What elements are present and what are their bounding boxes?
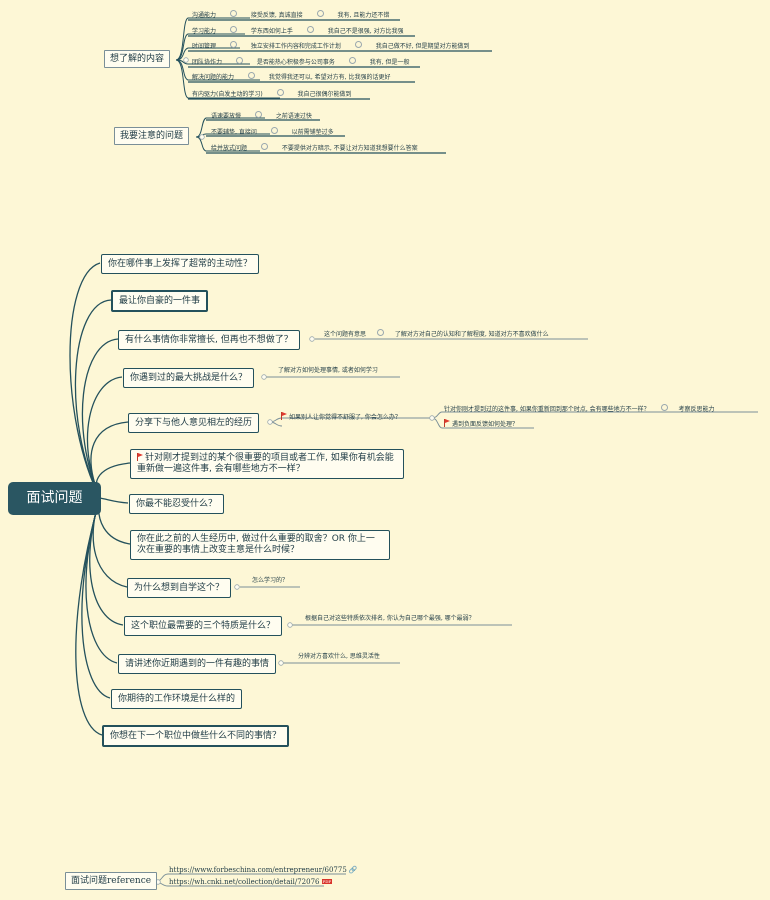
group1-row-2[interactable]: 学习能力 学东西如何上手 我自己不是很强, 对方比我强 bbox=[192, 26, 404, 36]
question-5-follow-2[interactable]: 遇到负面反馈如何处理？ bbox=[444, 419, 518, 429]
separator-icon bbox=[235, 57, 243, 64]
question-node-12[interactable]: 你期待的工作环境是什么样的 bbox=[111, 689, 243, 709]
group1-row-6[interactable]: 有内驱力(自发主动的学习) 我自己很偶尔能做到 bbox=[192, 89, 352, 99]
link-text: https://wh.cnki.net/collection/detail/72… bbox=[169, 878, 320, 886]
flag-icon bbox=[444, 419, 450, 427]
topic-label: 给并放式问题 bbox=[211, 145, 248, 152]
question-node-2[interactable]: 最让你自豪的一件事 bbox=[111, 290, 209, 312]
question-10-note[interactable]: 根据自己对这些特质依次排名, 你认为自己哪个最强, 哪个最弱？ bbox=[305, 615, 475, 622]
follow-label: 如果别人让你觉得不舒服了, 你会怎么办？ bbox=[289, 414, 401, 421]
separator-icon bbox=[316, 10, 324, 17]
question-label: 独立安排工作内容和完成工作计划 bbox=[250, 43, 341, 50]
question-node-3[interactable]: 有什么事情你非常擅长, 但再也不想做了？ bbox=[118, 330, 300, 350]
pdf-icon: PDF bbox=[321, 879, 333, 884]
topic-label: 沟通能力 bbox=[192, 12, 217, 19]
question-11-note[interactable]: 分辨对方喜欢什么, 思维灵活性 bbox=[298, 653, 380, 660]
separator-icon bbox=[229, 26, 237, 33]
question-label: 接受反馈, 真诚直接 bbox=[250, 12, 303, 19]
group-notice-points[interactable]: 我要注意的问题 bbox=[114, 127, 190, 145]
question-3-note[interactable]: 这个问题有意思 了解对方对自己的认知和了解程度, 知道对方不喜欢做什么 bbox=[324, 329, 549, 339]
answer-label: 我有, 且能力还不错 bbox=[337, 12, 390, 19]
note-label: 不要提供对方暗示, 不要让对方知道我想要什么答案 bbox=[281, 145, 418, 152]
answer-label: 我有, 但是一般 bbox=[369, 59, 410, 66]
separator-icon bbox=[270, 127, 278, 134]
flag-icon bbox=[281, 412, 287, 420]
question-label: 是否能热心积极参与公司事务 bbox=[256, 59, 335, 66]
reference-node[interactable]: 面试问题reference bbox=[65, 872, 158, 890]
topic-label: 不要辅垫, 直接问 bbox=[211, 129, 257, 136]
answer-label: 我自己做不好, 但是期望对方能做到 bbox=[375, 43, 470, 50]
follow-label: 遇到负面反馈如何处理？ bbox=[452, 421, 519, 428]
question-5-follow-1[interactable]: 如果别人让你觉得不舒服了, 你会怎么办？ bbox=[281, 412, 401, 422]
question-node-7[interactable]: 你最不能忍受什么？ bbox=[129, 494, 225, 514]
topic-label: 学习能力 bbox=[192, 28, 217, 35]
question-node-5[interactable]: 分享下与他人意见相左的经历 bbox=[128, 413, 260, 433]
question-label: 我自己很偶尔能做到 bbox=[297, 91, 352, 98]
note-detail: 了解对方对自己的认知和了解程度, 知道对方不喜欢做什么 bbox=[394, 331, 549, 338]
question-label: 学东西如何上手 bbox=[250, 28, 293, 35]
flag-icon bbox=[137, 453, 143, 461]
note-label: 以前需铺垫过多 bbox=[291, 129, 334, 136]
topic-label: 有内驱力(自发主动的学习) bbox=[192, 91, 263, 98]
link-text: https://www.forbeschina.com/entrepreneur… bbox=[169, 866, 347, 874]
group1-row-1[interactable]: 沟通能力 接受反馈, 真诚直接 我有, 且能力还不错 bbox=[192, 10, 389, 20]
question-node-1[interactable]: 你在哪件事上发挥了超常的主动性？ bbox=[101, 254, 260, 274]
question-node-13[interactable]: 你想在下一个职位中做些什么不同的事情？ bbox=[102, 725, 290, 747]
follow-detail-note: 考察反思能力 bbox=[678, 406, 715, 413]
separator-icon bbox=[247, 72, 255, 79]
question-node-10[interactable]: 这个职位最需要的三个特质是什么？ bbox=[124, 616, 283, 636]
follow-detail: 针对你刚才提到过的这件事, 如果你重新回到那个时点, 会有哪些地方不一样？ bbox=[444, 406, 650, 413]
note-label: 这个问题有意思 bbox=[324, 331, 367, 338]
reference-link-2[interactable]: https://wh.cnki.net/collection/detail/72… bbox=[169, 878, 333, 886]
link-icon: 🔗 bbox=[348, 866, 358, 874]
separator-icon bbox=[348, 57, 356, 64]
separator-icon bbox=[229, 10, 237, 17]
group2-row-1[interactable]: 语速要放慢 之前语速过快 bbox=[211, 111, 312, 121]
topic-label: 语速要放慢 bbox=[211, 113, 242, 120]
question-label: 我觉得我还可以, 希望对方有, 比我强的话更好 bbox=[268, 74, 391, 81]
group1-row-5[interactable]: 解决问题的能力 我觉得我还可以, 希望对方有, 比我强的话更好 bbox=[192, 72, 391, 82]
topic-label: 团队协作力 bbox=[192, 59, 223, 66]
separator-icon bbox=[660, 404, 668, 411]
separator-icon bbox=[276, 89, 284, 96]
note-label: 之前语速过快 bbox=[275, 113, 312, 120]
separator-icon bbox=[376, 329, 384, 336]
question-node-6[interactable]: 针对刚才提到过的某个很重要的项目或者工作, 如果你有机会能重新做一遍这件事, 会… bbox=[130, 449, 404, 479]
separator-icon bbox=[306, 26, 314, 33]
topic-label: 时间管理 bbox=[192, 43, 217, 50]
separator-icon bbox=[260, 143, 268, 150]
question-node-8[interactable]: 你在此之前的人生经历中, 做过什么重要的取舍？OR 你上一次在重要的事情上改变主… bbox=[130, 530, 390, 560]
group-want-to-know[interactable]: 想了解的内容 bbox=[104, 50, 171, 68]
question-text: 针对刚才提到过的某个很重要的项目或者工作, 如果你有机会能重新做一遍这件事, 会… bbox=[137, 453, 394, 474]
question-5-follow-detail[interactable]: 针对你刚才提到过的这件事, 如果你重新回到那个时点, 会有哪些地方不一样？ 考察… bbox=[444, 404, 715, 414]
separator-icon bbox=[229, 41, 237, 48]
group2-row-3[interactable]: 给并放式问题 不要提供对方暗示, 不要让对方知道我想要什么答案 bbox=[211, 143, 418, 153]
question-node-9[interactable]: 为什么想到自学这个？ bbox=[127, 578, 232, 598]
separator-icon bbox=[354, 41, 362, 48]
answer-label: 我自己不是很强, 对方比我强 bbox=[327, 28, 404, 35]
root-topic[interactable]: 面试问题 bbox=[8, 482, 101, 515]
question-node-4[interactable]: 你遇到过的最大挑战是什么？ bbox=[123, 368, 255, 388]
reference-link-1[interactable]: https://www.forbeschina.com/entrepreneur… bbox=[169, 866, 358, 874]
separator-icon bbox=[254, 111, 262, 118]
group1-row-3[interactable]: 时间管理 独立安排工作内容和完成工作计划 我自己做不好, 但是期望对方能做到 bbox=[192, 41, 470, 51]
question-node-11[interactable]: 请讲述你近期遇到的一件有趣的事情 bbox=[118, 654, 277, 674]
group1-row-4[interactable]: 团队协作力 是否能热心积极参与公司事务 我有, 但是一般 bbox=[192, 57, 410, 67]
question-9-note[interactable]: 怎么学习的？ bbox=[252, 577, 289, 584]
topic-label: 解决问题的能力 bbox=[192, 74, 235, 81]
question-4-note[interactable]: 了解对方如何处理事情, 或者如何学习 bbox=[278, 367, 378, 374]
group2-row-2[interactable]: 不要辅垫, 直接问 以前需铺垫过多 bbox=[211, 127, 334, 137]
